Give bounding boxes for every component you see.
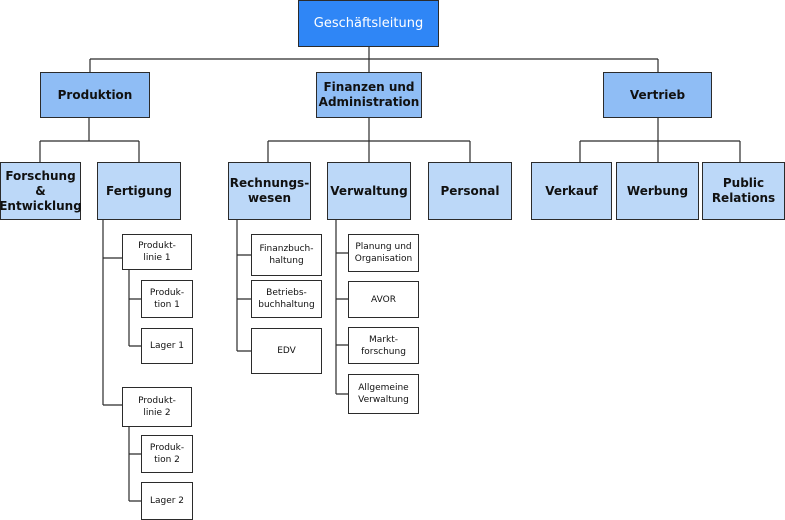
connector xyxy=(236,220,251,352)
box-fertigung: Fertigung xyxy=(97,162,181,220)
box-edv: EDV xyxy=(251,328,322,374)
box-finanzen-administration: Finanzen und Administration xyxy=(316,72,422,118)
box-produktlinie-1: Produkt- linie 1 xyxy=(122,234,192,270)
connector xyxy=(102,220,122,406)
box-verkauf: Verkauf xyxy=(531,162,612,220)
box-avor: AVOR xyxy=(348,281,419,318)
box-rechnungswesen: Rechnungs- wesen xyxy=(228,162,311,220)
box-personal: Personal xyxy=(428,162,512,220)
box-produktion-2: Produk- tion 2 xyxy=(141,435,193,473)
box-betriebsbuchhaltung: Betriebs- buchhaltung xyxy=(251,280,322,318)
box-lager-1: Lager 1 xyxy=(141,328,193,364)
box-produktion: Produktion xyxy=(40,72,150,118)
connector xyxy=(267,118,471,162)
box-vertrieb: Vertrieb xyxy=(603,72,712,118)
box-produktlinie-2: Produkt- linie 2 xyxy=(122,387,192,427)
box-werbung: Werbung xyxy=(616,162,699,220)
box-finanzbuchhaltung: Finanzbuch- haltung xyxy=(251,234,322,276)
connector xyxy=(89,47,659,72)
box-geschaeftsleitung: Geschäftsleitung xyxy=(298,0,439,47)
box-planung-organisation: Planung und Organisation xyxy=(348,234,419,272)
connector xyxy=(579,118,741,162)
box-lager-2: Lager 2 xyxy=(141,482,193,520)
box-forschung-entwicklung: Forschung & Entwicklung xyxy=(0,162,82,220)
box-produktion-1: Produk- tion 1 xyxy=(141,280,193,318)
box-verwaltung: Verwaltung xyxy=(327,162,411,220)
connector xyxy=(128,270,141,347)
box-public-relations: Public Relations xyxy=(702,162,785,220)
box-allgemeine-verwaltung: Allgemeine Verwaltung xyxy=(348,374,419,414)
connector xyxy=(39,118,140,162)
box-marktforschung: Markt- forschung xyxy=(348,327,419,364)
connector xyxy=(128,427,141,502)
connector xyxy=(335,220,348,395)
